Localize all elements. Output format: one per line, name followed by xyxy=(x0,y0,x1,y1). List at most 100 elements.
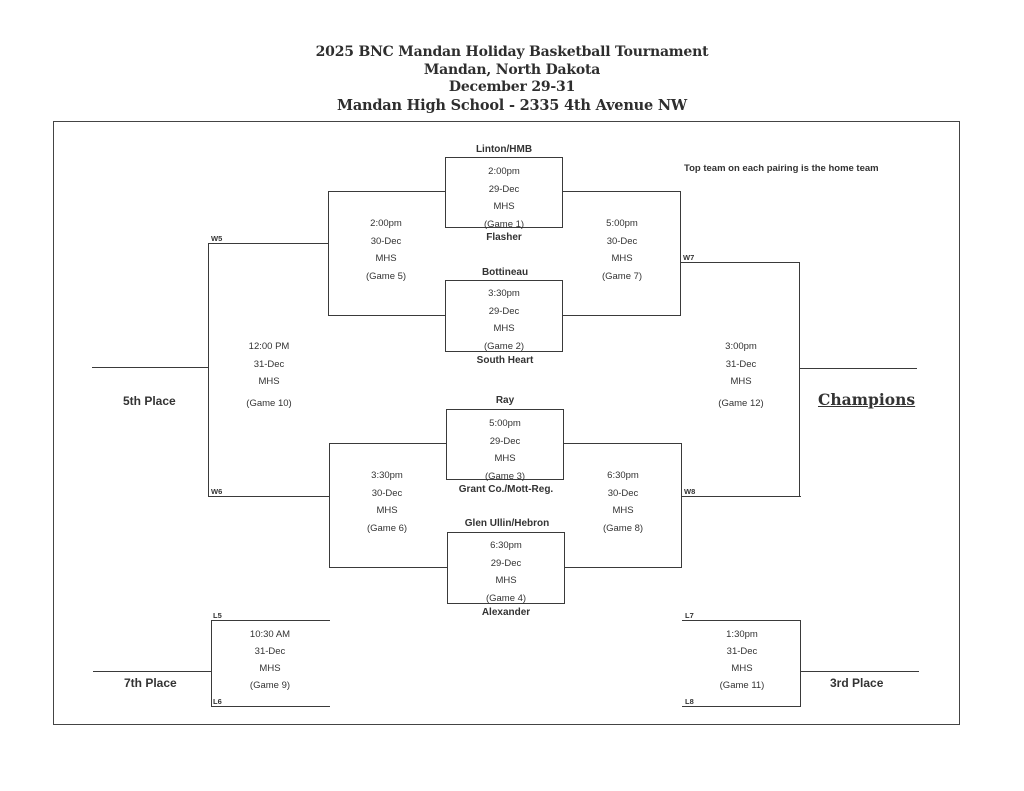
game11-info: 1:30pm 31-Dec MHS (Game 11) xyxy=(720,626,765,694)
game7-side-line xyxy=(680,191,682,315)
game10-date: 31-Dec xyxy=(253,358,285,370)
game9-side-line xyxy=(211,620,213,707)
third-place-line xyxy=(800,671,919,673)
game7-time: 5:00pm xyxy=(606,218,638,229)
w8-line xyxy=(681,496,801,498)
game2-bottom-line xyxy=(445,351,563,353)
game3-site: MHS xyxy=(494,453,516,464)
game9-time: 10:30 AM xyxy=(249,629,291,640)
slot-w8: W8 xyxy=(684,487,696,496)
game9-info: 10:30 AM 31-Dec MHS (Game 9) xyxy=(250,626,290,694)
game7-info: 5:00pm 30-Dec MHS (Game 7) xyxy=(602,215,642,285)
game1-info: 2:00pm 29-Dec MHS (Game 1) xyxy=(484,163,524,233)
team-flasher: Flasher xyxy=(486,232,522,243)
game8-top-line xyxy=(563,443,682,445)
game8-label: (Game 8) xyxy=(602,522,644,534)
game9-label: (Game 9) xyxy=(249,680,291,691)
game5-time: 2:00pm xyxy=(370,218,402,229)
game6-top-line xyxy=(329,443,447,445)
game4-date: 29-Dec xyxy=(490,557,522,569)
tournament-location: Mandan, North Dakota xyxy=(423,61,601,78)
slot-w7: W7 xyxy=(683,253,695,262)
game11-date: 31-Dec xyxy=(726,646,758,657)
l8-line xyxy=(682,706,801,708)
game6-date: 30-Dec xyxy=(371,487,403,499)
game4-left-line xyxy=(447,532,449,603)
game6-info: 3:30pm 30-Dec MHS (Game 6) xyxy=(367,467,407,537)
game8-site: MHS xyxy=(612,505,634,516)
tournament-title: 2025 BNC Mandan Holiday Basketball Tourn… xyxy=(315,44,709,60)
game12-site: MHS xyxy=(730,376,752,387)
game4-site: MHS xyxy=(495,575,517,586)
l6-line xyxy=(211,706,330,708)
game10-info: 12:00 PM 31-Dec MHS (Game 10) xyxy=(246,338,291,412)
game12-label: (Game 12) xyxy=(718,397,764,409)
team-south-heart: South Heart xyxy=(476,355,534,366)
game2-top-line xyxy=(445,280,563,282)
game1-date: 29-Dec xyxy=(488,183,520,195)
fifth-place-label: 5th Place xyxy=(123,394,176,408)
game1-time: 2:00pm xyxy=(488,166,520,177)
game1-site: MHS xyxy=(493,201,515,212)
game1-label: (Game 1) xyxy=(483,218,525,230)
game9-date: 31-Dec xyxy=(254,646,286,657)
w6-line xyxy=(208,496,330,498)
game5-label: (Game 5) xyxy=(365,270,407,282)
game2-date: 29-Dec xyxy=(488,305,520,317)
w7-line xyxy=(680,262,800,264)
game5-date: 30-Dec xyxy=(370,235,402,247)
game10-side-line xyxy=(208,243,210,497)
game12-time: 3:00pm xyxy=(725,341,757,352)
seventh-place-line xyxy=(93,671,212,673)
game12-info: 3:00pm 31-Dec MHS (Game 12) xyxy=(718,338,763,412)
game6-side-line xyxy=(329,443,331,567)
game2-label: (Game 2) xyxy=(483,340,525,352)
team-linton-hmb: Linton/HMB xyxy=(475,144,533,155)
game6-site: MHS xyxy=(376,505,398,516)
game4-time: 6:30pm xyxy=(490,540,522,551)
slot-l5: L5 xyxy=(213,611,222,620)
team-ray: Ray xyxy=(495,395,515,406)
l7-line xyxy=(682,620,801,622)
game2-time: 3:30pm xyxy=(488,288,520,299)
game5-side-line xyxy=(328,191,330,315)
champions-label: Champions xyxy=(818,390,916,409)
team-alexander: Alexander xyxy=(481,607,531,618)
game7-site: MHS xyxy=(611,253,633,264)
game11-label: (Game 11) xyxy=(719,680,765,691)
team-grant-co-mott-reg: Grant Co./Mott-Reg. xyxy=(458,484,554,495)
slot-l8: L8 xyxy=(685,697,694,706)
game12-date: 31-Dec xyxy=(725,358,757,370)
game2-site: MHS xyxy=(493,323,515,334)
home-team-note: Top team on each pairing is the home tea… xyxy=(684,163,879,174)
game4-label: (Game 4) xyxy=(485,592,527,604)
game7-bottom-line xyxy=(562,315,681,317)
game8-time: 6:30pm xyxy=(607,470,639,481)
game4-top-line xyxy=(447,532,565,534)
game5-top-line xyxy=(328,191,446,193)
tournament-dates: December 29-31 xyxy=(448,79,576,95)
game1-bottom-line xyxy=(445,227,563,229)
champion-line xyxy=(799,368,917,370)
seventh-place-label: 7th Place xyxy=(124,676,177,690)
slot-w6: W6 xyxy=(211,487,223,496)
game10-site: MHS xyxy=(258,376,280,387)
game3-top-line xyxy=(446,409,564,411)
game4-bottom-line xyxy=(447,603,565,605)
game3-time: 5:00pm xyxy=(489,418,521,429)
game7-date: 30-Dec xyxy=(606,235,638,247)
game8-side-line xyxy=(681,443,683,567)
game6-label: (Game 6) xyxy=(366,522,408,534)
bracket-frame xyxy=(53,121,960,725)
slot-w5: W5 xyxy=(211,234,223,243)
game6-bottom-line xyxy=(329,567,447,569)
game5-bottom-line xyxy=(328,315,446,317)
game7-label: (Game 7) xyxy=(601,270,643,282)
game8-date: 30-Dec xyxy=(607,487,639,499)
tournament-venue: Mandan High School - 2335 4th Avenue NW xyxy=(336,96,688,114)
game6-time: 3:30pm xyxy=(371,470,403,481)
team-bottineau: Bottineau xyxy=(481,267,529,278)
game3-date: 29-Dec xyxy=(489,435,521,447)
game3-info: 5:00pm 29-Dec MHS (Game 3) xyxy=(485,415,525,485)
game3-bottom-line xyxy=(446,479,564,481)
